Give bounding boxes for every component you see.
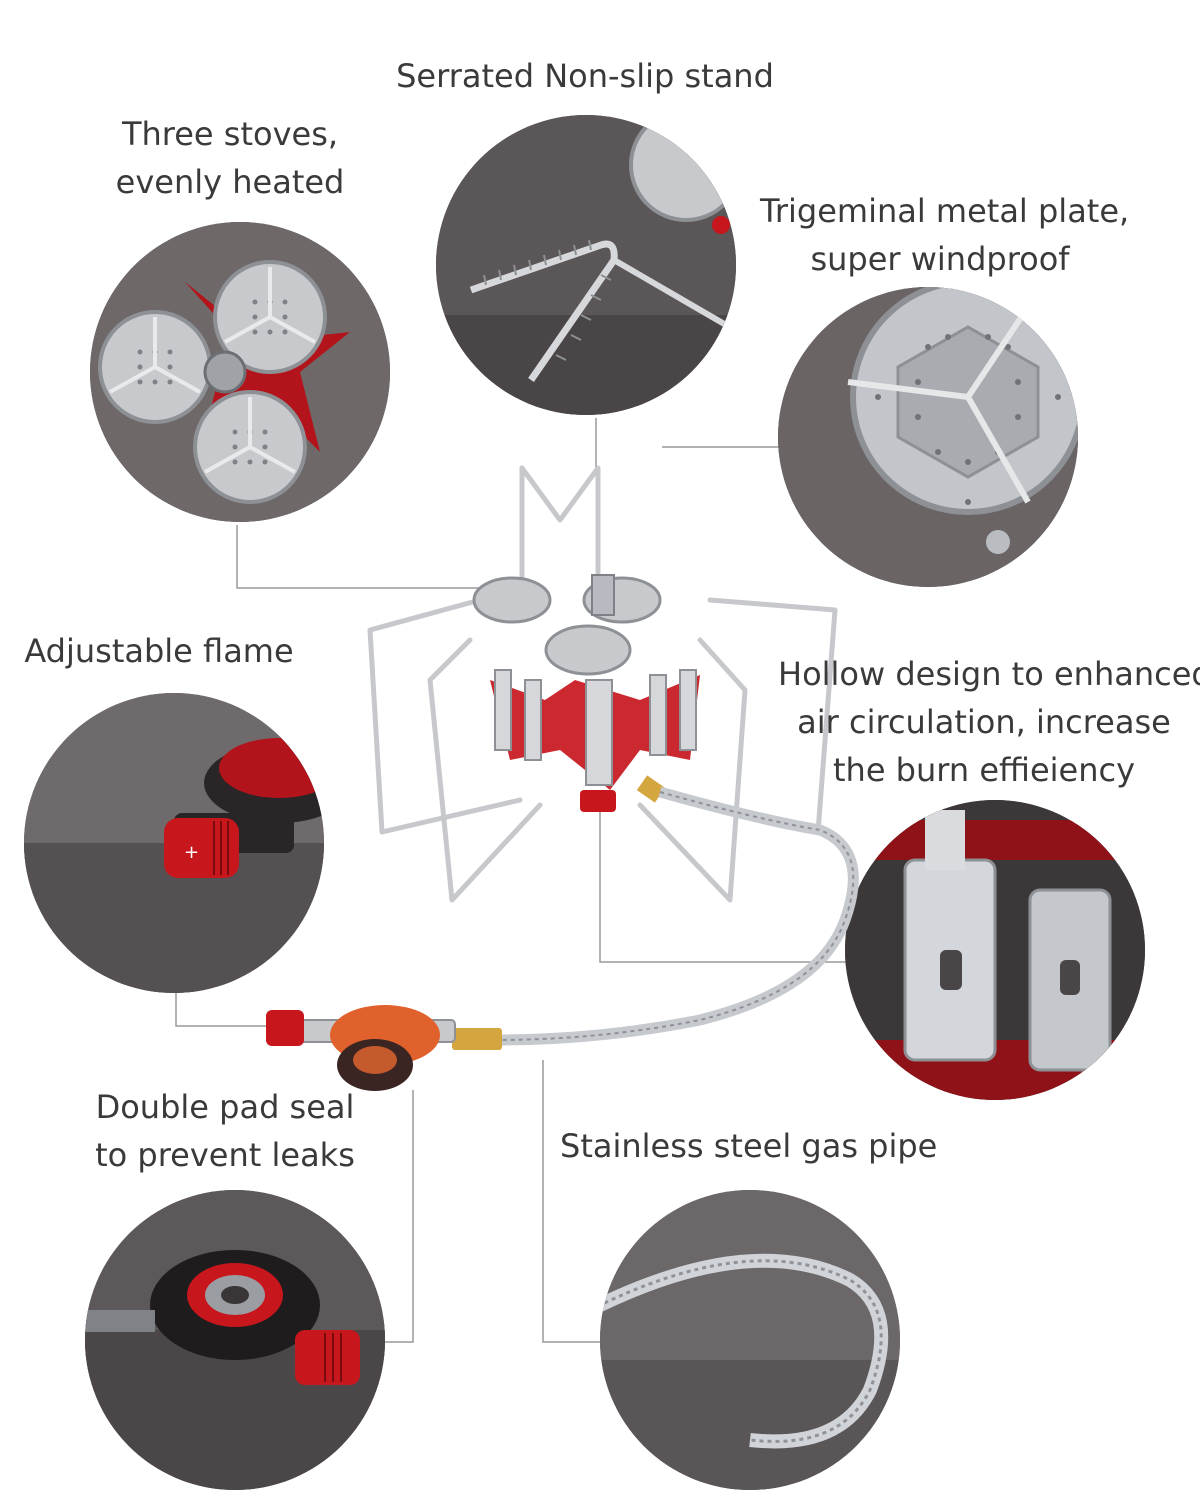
double-pad-line-2: to prevent leaks [95, 1136, 355, 1174]
double-pad-seal-label: Double pad seal to prevent leaks [95, 1083, 355, 1179]
adjustable-flame-text: Adjustable flame [24, 632, 294, 670]
trigeminal-plate-label: Trigeminal metal plate, super windproof [760, 187, 1130, 283]
adjustable-flame-label: Adjustable flame [24, 627, 294, 675]
braided-pipe-illustration [600, 1190, 900, 1490]
seal-pad-illustration [85, 1190, 385, 1490]
hollow-design-detail-image [845, 800, 1145, 1100]
gas-pipe-label: Stainless steel gas pipe [560, 1122, 938, 1170]
flame-knob-illustration: + [24, 693, 324, 993]
three-stoves-line-2: evenly heated [115, 163, 345, 201]
three-stoves-label: Three stoves, evenly heated [90, 110, 370, 206]
adjustable-flame-detail-image: + [24, 693, 324, 993]
serrated-stand-illustration [436, 115, 736, 415]
trigeminal-line-1: Trigeminal metal plate, [760, 192, 1130, 230]
hollow-line-1: Hollow design to enhanced [778, 655, 1200, 693]
serrated-stand-text: Serrated Non-slip stand [396, 57, 774, 95]
windproof-plate-illustration [778, 287, 1078, 587]
svg-text:+: + [184, 842, 199, 863]
double-pad-line-1: Double pad seal [95, 1088, 355, 1126]
hollow-design-label: Hollow design to enhanced air circulatio… [778, 650, 1200, 794]
gas-pipe-detail-image [600, 1190, 900, 1490]
burner-heads-illustration [90, 222, 390, 522]
serrated-stand-detail-image [436, 115, 736, 415]
hollow-posts-illustration [845, 800, 1145, 1100]
serrated-stand-label: Serrated Non-slip stand [385, 52, 785, 100]
trigeminal-plate-detail-image [778, 287, 1078, 587]
three-stoves-detail-image [90, 222, 390, 522]
double-pad-seal-detail-image [85, 1190, 385, 1490]
three-stoves-line-1: Three stoves, [121, 115, 339, 153]
hollow-line-2: air circulation, increase [797, 703, 1171, 741]
trigeminal-line-2: super windproof [810, 240, 1070, 278]
hollow-line-3: the burn effieiency [832, 751, 1136, 789]
gas-pipe-text: Stainless steel gas pipe [560, 1127, 938, 1165]
